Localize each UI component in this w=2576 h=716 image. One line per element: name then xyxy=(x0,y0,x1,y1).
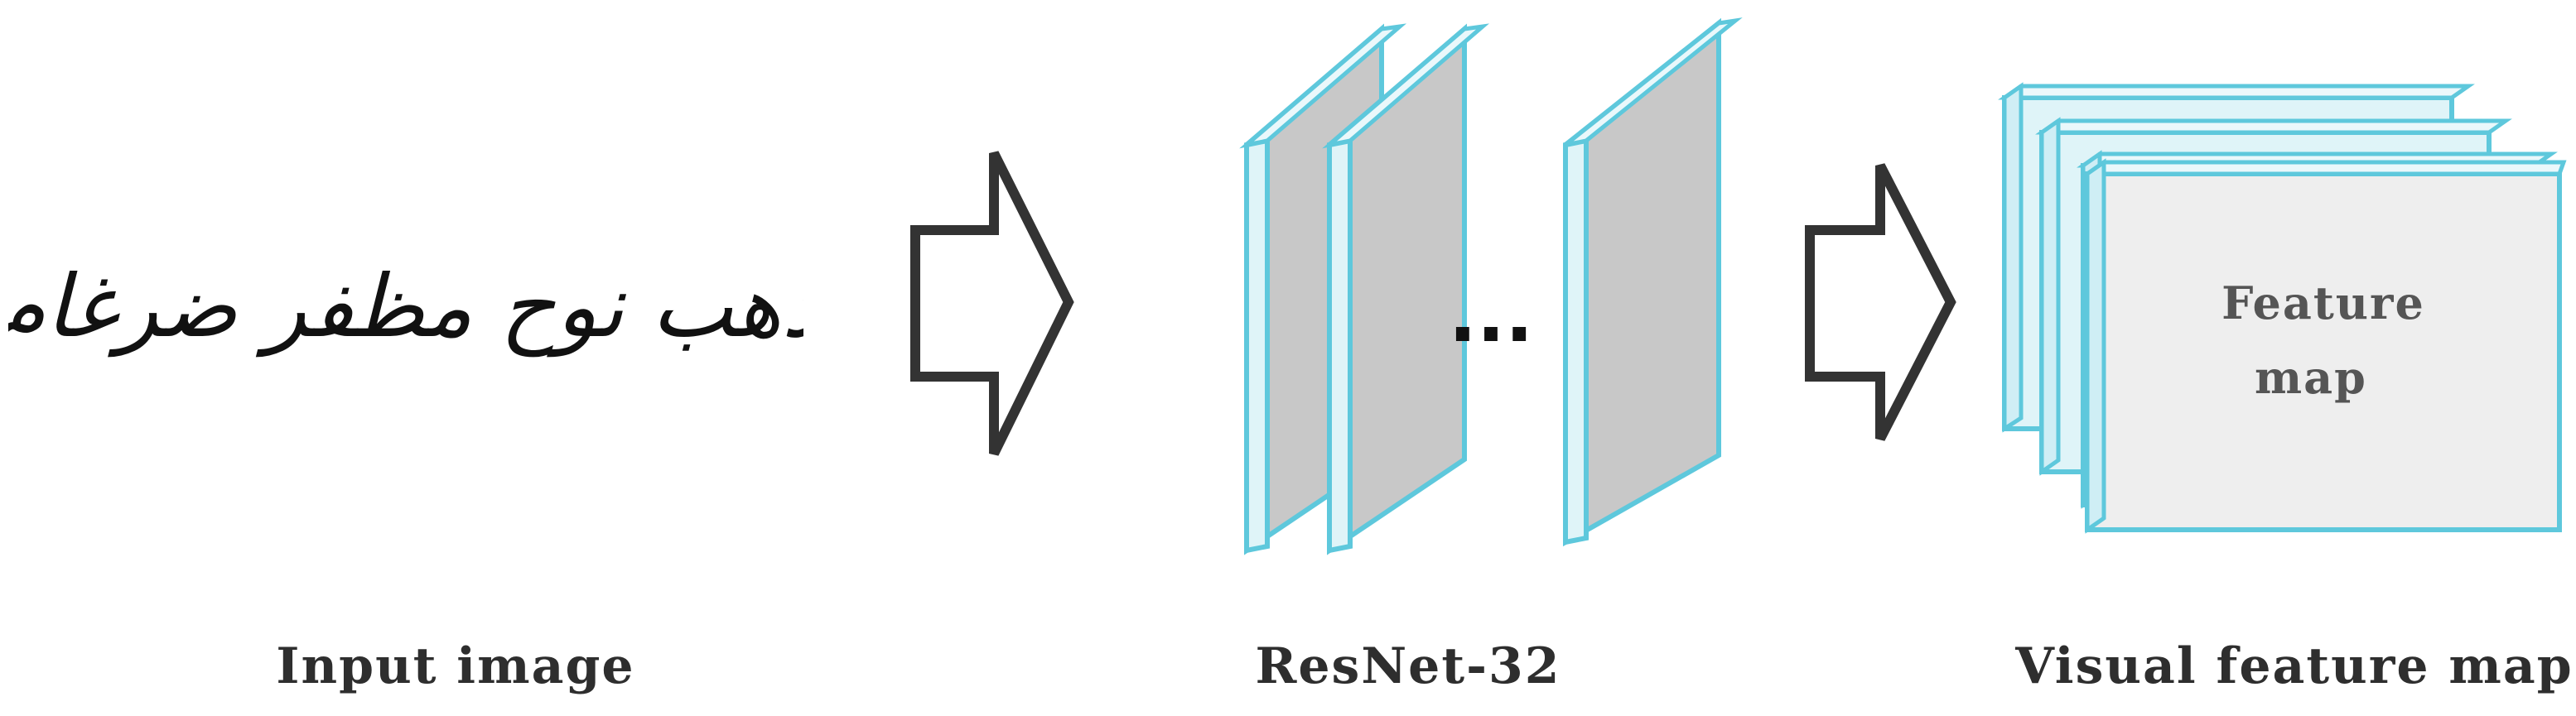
feature-map-sheet-front xyxy=(2081,158,2567,534)
visual-feature-map-caption: Visual feature map xyxy=(2015,637,2574,695)
resnet-ellipsis: ... xyxy=(1449,272,1534,359)
feature-map-label-line1: Feature xyxy=(2221,276,2425,329)
arrow-right-icon xyxy=(1805,163,1956,441)
resnet-caption: ResNet-32 xyxy=(1255,637,1561,695)
resnet-layer xyxy=(1322,23,1490,555)
feature-map-label-line2: map xyxy=(2255,351,2367,404)
feature-map-stack: Feature map xyxy=(1998,82,2567,534)
input-image-caption: Input image xyxy=(276,637,635,695)
resnet-layers: ... xyxy=(1239,17,1743,555)
resnet-layer xyxy=(1563,17,1743,547)
arrow-right-icon xyxy=(910,151,1074,456)
input-handwriting-image: ذهب نوح مظفر ضرغام xyxy=(8,256,803,357)
